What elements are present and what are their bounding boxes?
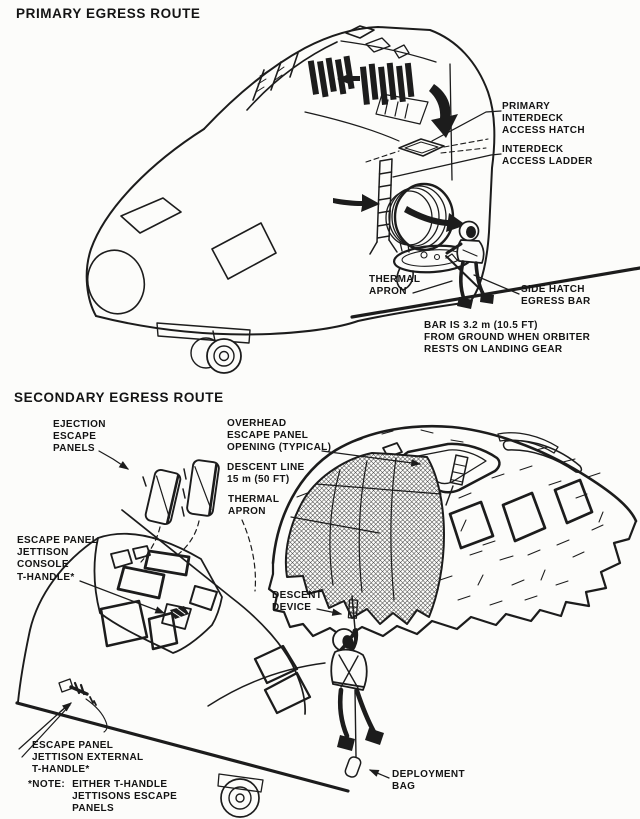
primary-egress-drawing xyxy=(85,25,640,374)
primary-section-title: PRIMARY EGRESS ROUTE xyxy=(16,6,201,21)
nose-landing-gear-drawing xyxy=(156,322,251,374)
nose-wheel-drawing xyxy=(217,773,264,818)
curved-arrow-icon xyxy=(404,206,466,232)
descent-line-anchor-drawing xyxy=(445,454,469,506)
secondary-section-title: SECONDARY EGRESS ROUTE xyxy=(14,390,224,405)
left-arrow-icon xyxy=(337,74,349,84)
roof-escape-openings-drawing xyxy=(93,532,223,654)
egress-bar-drawing xyxy=(445,255,484,293)
interdeck-access-hatch-drawing xyxy=(365,138,489,163)
nose-window xyxy=(211,222,277,280)
right-arrow-icon xyxy=(333,194,380,212)
nose-window xyxy=(120,197,182,234)
label-console-t-handle: ESCAPE PANEL JETTISON CONSOLE T-HANDLE* xyxy=(17,535,99,583)
interdeck-access-ladder-drawing xyxy=(369,158,398,255)
secondary-leader-lines xyxy=(18,450,442,779)
secondary-egress-drawing xyxy=(15,424,638,818)
console-t-handle-symbol xyxy=(170,606,189,619)
label-external-t-handle: ESCAPE PANEL JETTISON EXTERNAL T-HANDLE* xyxy=(32,740,144,776)
descending-astronaut-figure xyxy=(330,628,384,751)
label-secondary-thermal-apron: THERMAL APRON xyxy=(228,494,280,518)
primary-leader-lines xyxy=(392,110,520,295)
label-side-hatch-egress-bar: SIDE HATCH EGRESS BAR xyxy=(521,284,591,308)
footnote-body: EITHER T-HANDLE JETTISONS ESCAPE PANELS xyxy=(72,779,178,815)
deployment-bag-drawing xyxy=(344,756,362,778)
label-interdeck-access-ladder: INTERDECK ACCESS LADDER xyxy=(502,144,593,168)
ground-line xyxy=(350,266,640,319)
thermal-apron-drape-drawing xyxy=(284,452,445,625)
footnote: *NOTE: EITHER T-HANDLE JETTISONS ESCAPE … xyxy=(28,779,177,816)
helmet-visor xyxy=(466,226,476,238)
label-overhead-escape-panel-opening: OVERHEAD ESCAPE PANEL OPENING (TYPICAL) xyxy=(227,418,332,454)
label-descent-line: DESCENT LINE 15 m (50 FT) xyxy=(227,462,305,486)
label-descent-device: DESCENT DEVICE xyxy=(272,590,323,614)
ejection-panels-nose-drawing xyxy=(15,459,350,818)
astronaut-side-hatch-figure xyxy=(445,220,494,309)
thermal-apron-flap-drawing xyxy=(396,267,414,291)
down-arrow-icon xyxy=(429,84,458,138)
cabin-top-descent-drawing xyxy=(267,424,638,778)
label-ejection-escape-panels: EJECTION ESCAPE PANELS xyxy=(53,419,106,455)
ejection-escape-panels-drawing xyxy=(140,459,257,592)
label-primary-interdeck-access-hatch: PRIMARY INTERDECK ACCESS HATCH xyxy=(502,101,585,137)
descent-line-drawing xyxy=(347,595,359,758)
orbiter-nose-cutaway-drawing xyxy=(85,25,640,374)
label-bar-height-note: BAR IS 3.2 m (10.5 FT) FROM GROUND WHEN … xyxy=(424,320,591,356)
label-deployment-bag: DEPLOYMENT BAG xyxy=(392,769,465,793)
flight-deck-console-drawing xyxy=(307,55,415,105)
external-t-handle-symbol xyxy=(58,678,108,733)
label-primary-thermal-apron: THERMAL APRON xyxy=(369,274,421,298)
footnote-prefix: *NOTE: xyxy=(28,779,66,790)
